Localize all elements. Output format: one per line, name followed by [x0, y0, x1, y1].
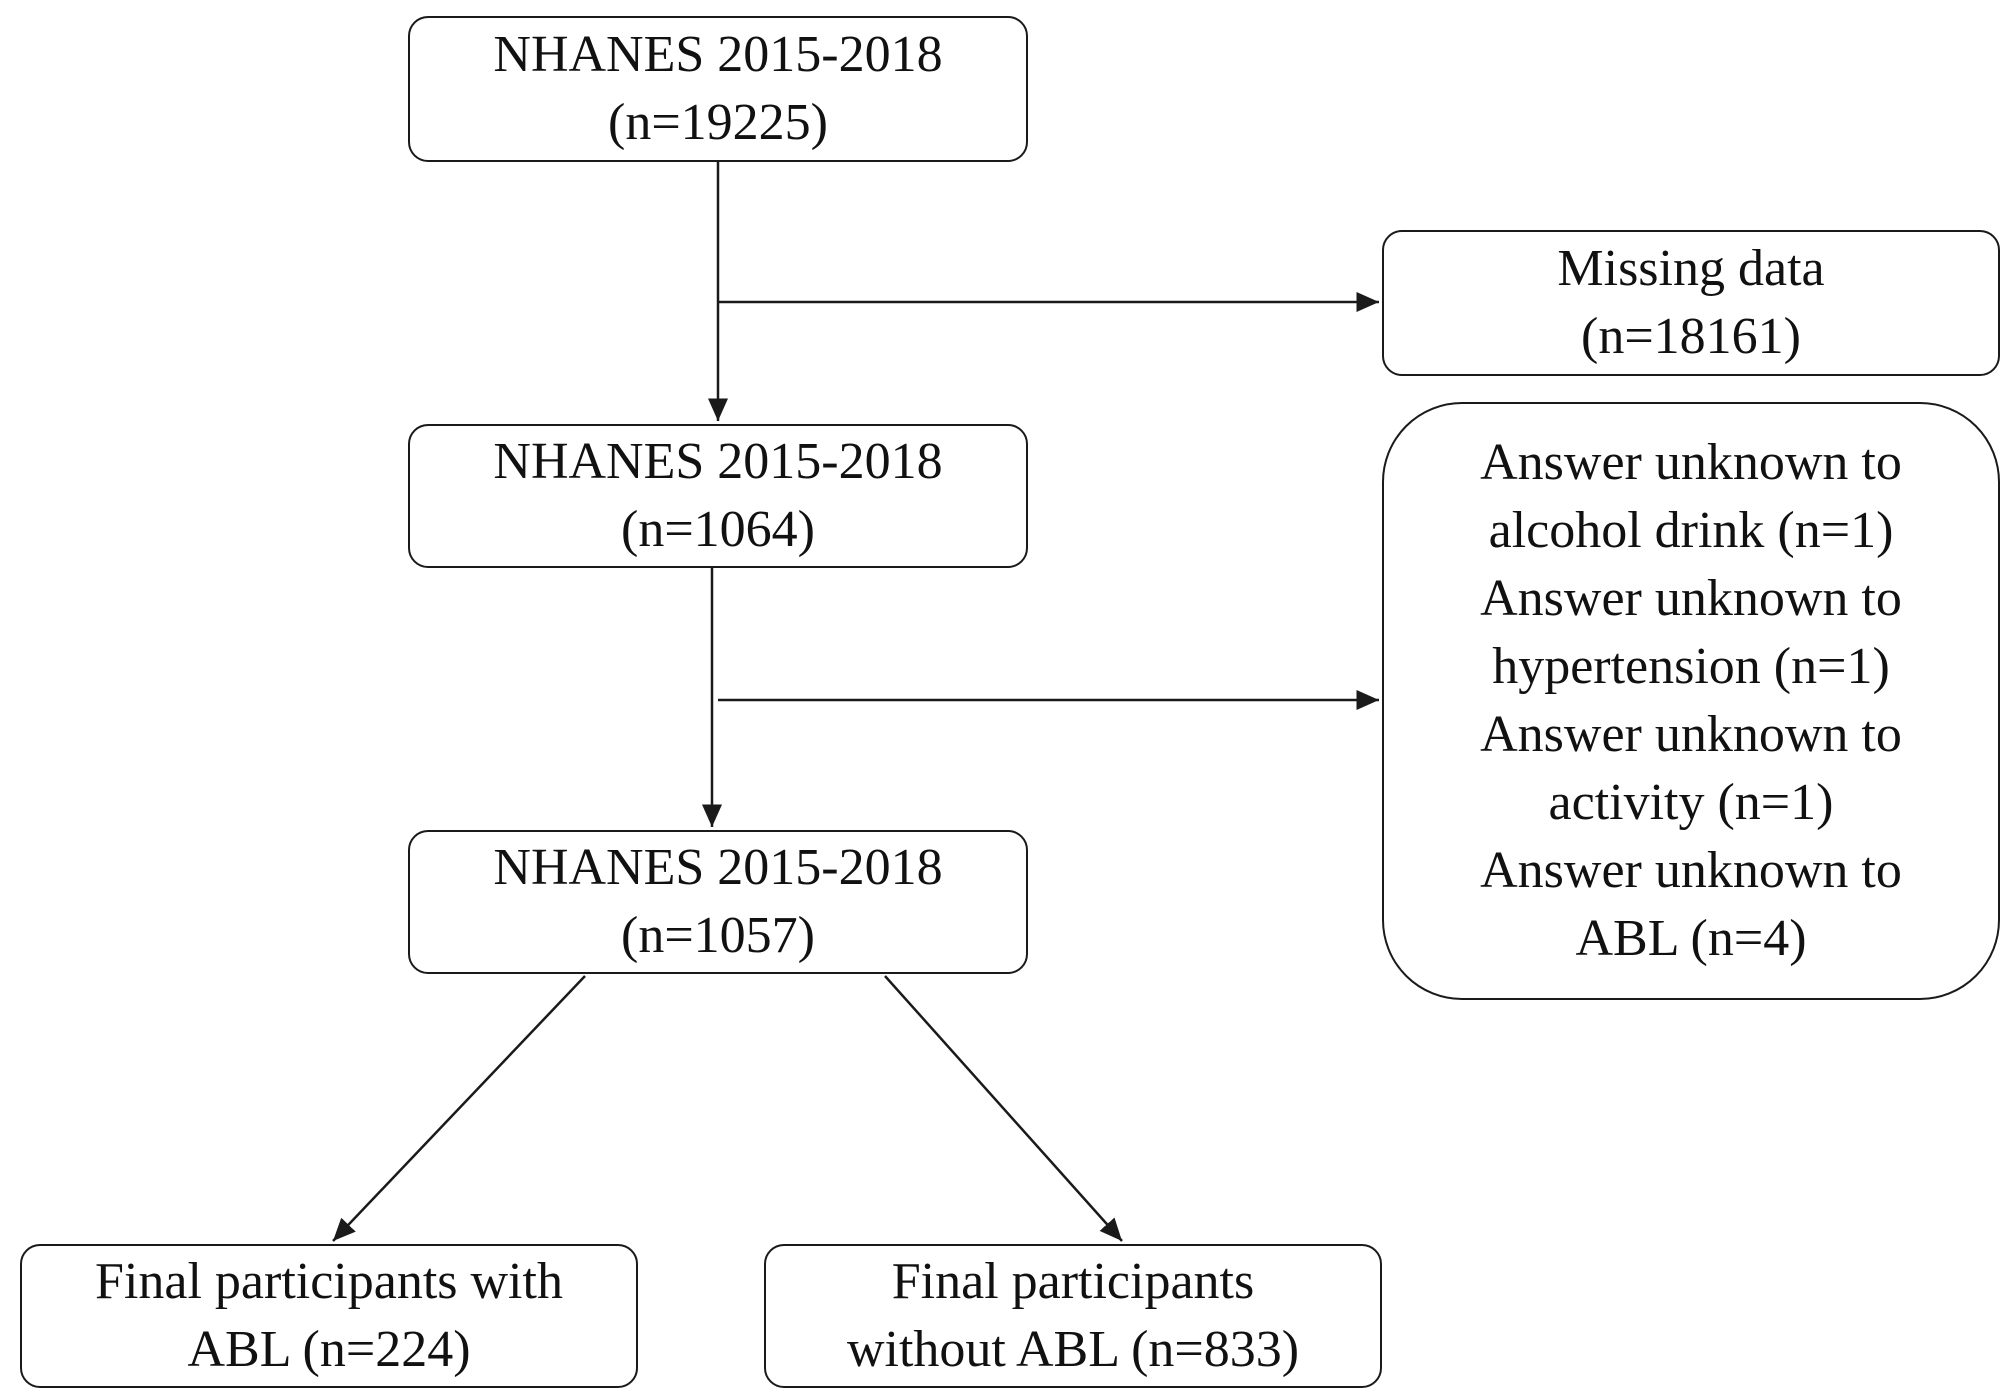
exclusion-line: Answer unknown to	[1480, 842, 1902, 899]
box-after-missing-count: (n=1064)	[621, 501, 815, 558]
exclusion-line: activity (n=1)	[1548, 774, 1834, 831]
box-final-sample: NHANES 2015-2018 (n=1057)	[408, 830, 1028, 974]
box-with-abl-line2: ABL (n=224)	[187, 1321, 471, 1378]
box-exclusions: Answer unknown to alcohol drink (n=1) An…	[1382, 402, 2000, 1000]
exclusion-line: hypertension (n=1)	[1492, 638, 1890, 695]
box-after-missing-title: NHANES 2015-2018	[493, 433, 943, 490]
box-with-abl-line1: Final participants with	[95, 1253, 563, 1310]
exclusion-line: Answer unknown to	[1480, 706, 1902, 763]
box-missing-title: Missing data	[1557, 240, 1825, 297]
box-final-count: (n=1057)	[621, 907, 815, 964]
box-with-abl: Final participants with ABL (n=224)	[20, 1244, 638, 1388]
box-initial-sample: NHANES 2015-2018 (n=19225)	[408, 16, 1028, 162]
box-after-missing: NHANES 2015-2018 (n=1064)	[408, 424, 1028, 568]
box-without-abl: Final participants without ABL (n=833)	[764, 1244, 1382, 1388]
exclusion-line: Answer unknown to	[1480, 434, 1902, 491]
box-initial-count: (n=19225)	[608, 94, 828, 151]
box-final-title: NHANES 2015-2018	[493, 839, 943, 896]
arrow-to-with-abl	[332, 975, 586, 1242]
exclusion-line: Answer unknown to	[1480, 570, 1902, 627]
box-without-abl-line2: without ABL (n=833)	[846, 1321, 1300, 1378]
arrow-to-without-abl	[884, 975, 1123, 1242]
box-missing-count: (n=18161)	[1581, 308, 1801, 365]
exclusion-line: ABL (n=4)	[1575, 910, 1807, 967]
exclusion-line: alcohol drink (n=1)	[1488, 502, 1894, 559]
box-initial-title: NHANES 2015-2018	[493, 26, 943, 83]
box-without-abl-line1: Final participants	[891, 1253, 1255, 1310]
box-missing-data: Missing data (n=18161)	[1382, 230, 2000, 376]
